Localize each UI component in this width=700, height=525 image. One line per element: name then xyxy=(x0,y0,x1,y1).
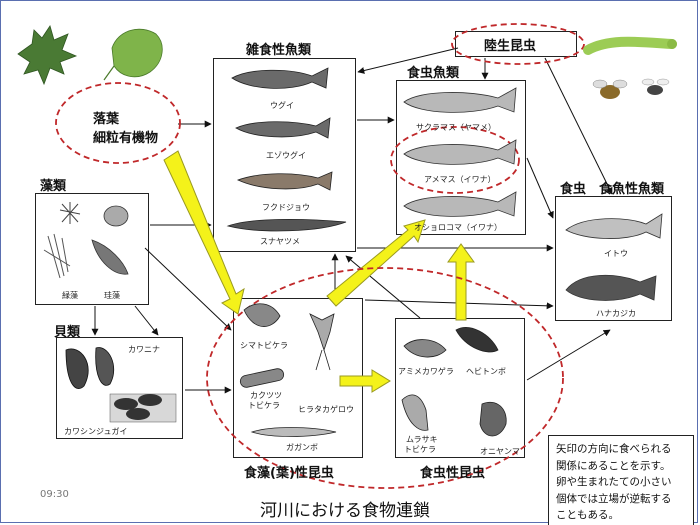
caption-hebitonbo: ヘビトンボ xyxy=(466,367,506,376)
caption-shimatobikera: シマトビケラ xyxy=(240,341,288,350)
caterpillar-icon xyxy=(583,36,677,55)
algae-label: 藻類 xyxy=(40,179,67,194)
predatory-fish-label: 食虫 食魚性魚類 xyxy=(560,182,665,197)
terrestrial-insects-label: 陸生昆虫 xyxy=(484,39,537,54)
shellfish-label: 貝類 xyxy=(54,325,81,340)
major-flow-arrows xyxy=(163,150,475,393)
omnivorous-fish-icons xyxy=(226,67,347,232)
caption-murasaki: ムラサキ xyxy=(406,435,438,444)
fine-organic-label: 細粒有機物 xyxy=(93,131,159,146)
algae-box xyxy=(35,193,149,305)
predatory-insect-icons xyxy=(401,327,507,437)
caption-green-algae: 緑藻 xyxy=(62,291,78,300)
caption-oshorokoma: オショロコマ（イワナ） xyxy=(414,223,502,232)
caption-hiratakagerou: ヒラタカゲロウ xyxy=(298,405,354,414)
caption-fukudojou: フクドジョウ xyxy=(262,203,310,212)
legend-note-line: 個体では立場が逆転する xyxy=(556,492,672,505)
fallen-leaves-label: 落葉 xyxy=(93,112,120,127)
fly-icons xyxy=(592,78,670,99)
timestamp: 09:30 xyxy=(40,489,69,500)
insectivorous-insects-label: 食虫性昆虫 xyxy=(420,466,486,481)
shell-icons xyxy=(65,347,177,423)
feeding-arrows xyxy=(91,47,613,394)
legend-note-line: 矢印の方向に食べられる xyxy=(556,443,672,455)
legend-note-line: こともある。 xyxy=(556,509,619,521)
caption-kakutsutsu: カクツツ xyxy=(250,391,282,400)
caption-satsukimasu: サクラマス（ヤマメ） xyxy=(416,123,496,132)
algae-insect-icons xyxy=(239,303,337,437)
caption-kakutsutsu-2: トビケラ xyxy=(248,401,280,410)
caption-sunayatsume: スナヤツメ xyxy=(260,237,300,246)
note-box xyxy=(548,435,694,525)
caption-ugui: ウグイ xyxy=(270,101,294,110)
caption-hanakajika: ハナカジカ xyxy=(596,309,636,318)
insectivorous-fish-label: 食虫魚類 xyxy=(407,66,460,81)
omnivorous-fish-label: 雑食性魚類 xyxy=(246,43,312,58)
caption-itou: イトウ xyxy=(604,249,628,258)
legend-note-line: 卵や生まれたての小さい xyxy=(556,476,672,488)
algae-icons xyxy=(43,202,129,279)
caption-ezougui: エゾウグイ xyxy=(266,151,306,160)
highlight-ellipses xyxy=(55,23,585,489)
caption-oniyanma: オニヤンマ xyxy=(480,447,520,456)
insectivorous-fish-icons xyxy=(403,87,517,217)
legend-note-line: 関係にあることを示す。 xyxy=(556,459,671,472)
caption-amemasu: アメマス（イワナ） xyxy=(424,175,496,184)
caption-murasaki-2: トビケラ xyxy=(404,445,436,454)
caption-gaganbo: ガガンボ xyxy=(286,443,318,452)
legend-note: 矢印の方向に食べられる 関係にあることを示す。 卵や生まれたての小さい 個体では… xyxy=(556,441,672,524)
caption-kawanina: カワニナ xyxy=(128,345,160,354)
leaf-icons xyxy=(17,25,163,86)
terrestrial-insects-box xyxy=(455,31,577,57)
caption-diatom: 珪藻 xyxy=(104,291,120,300)
caption-amimekawagera: アミメカワゲラ xyxy=(398,367,454,376)
algae-eating-insects-label: 食藻(葉)性昆虫 xyxy=(244,466,334,481)
page-title: 河川における食物連鎖 xyxy=(260,501,430,521)
caption-kawashinjugai: カワシンジュガイ xyxy=(64,427,128,436)
predatory-fish-icons xyxy=(565,213,663,301)
